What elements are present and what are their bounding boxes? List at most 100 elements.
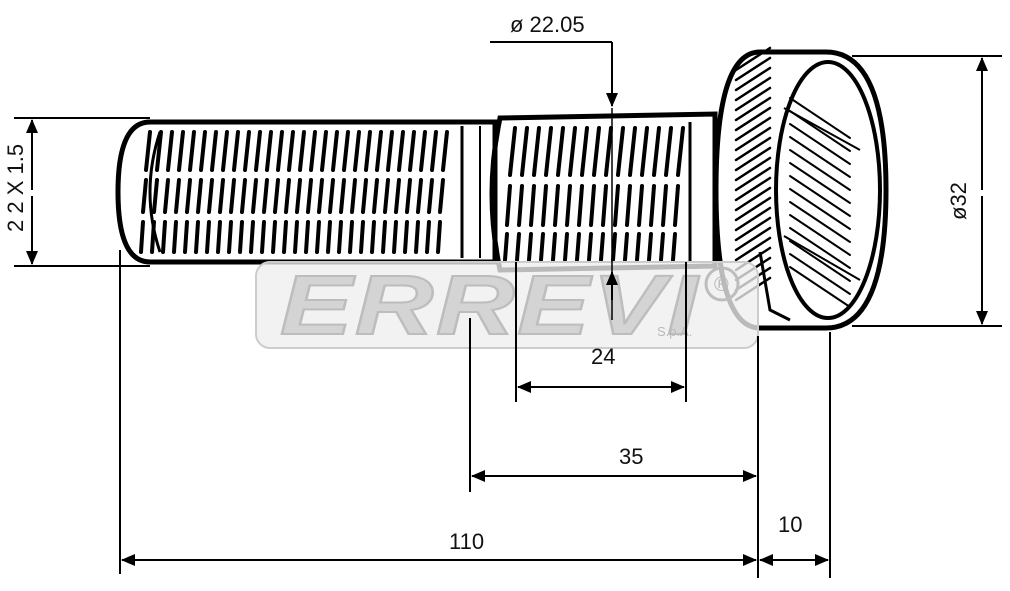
hatch-stroke bbox=[150, 220, 156, 254]
hatch-stroke bbox=[430, 130, 438, 172]
total-length-label: 110 bbox=[449, 529, 484, 554]
hatch-stroke bbox=[789, 136, 851, 178]
hatch-stroke bbox=[441, 130, 449, 172]
hatch-stroke bbox=[350, 178, 357, 214]
hatch-stroke bbox=[221, 130, 229, 172]
hatch-stroke bbox=[392, 220, 398, 254]
hatch-stroke bbox=[611, 232, 617, 262]
hatch-stroke bbox=[370, 220, 376, 254]
hatch-stroke bbox=[414, 220, 420, 254]
hatch-stroke bbox=[306, 178, 313, 214]
hatch-stroke bbox=[199, 130, 207, 172]
hatch-stroke bbox=[734, 46, 772, 72]
hatch-stroke bbox=[262, 178, 269, 214]
shank-length-label: 35 bbox=[619, 444, 643, 469]
hatch-stroke bbox=[238, 220, 244, 254]
hatch-stroke bbox=[647, 232, 653, 262]
hatch-stroke bbox=[152, 178, 159, 214]
hatch-stroke bbox=[508, 126, 517, 177]
hatch-stroke bbox=[172, 220, 178, 254]
hatch-stroke bbox=[383, 178, 390, 214]
hatch-stroke bbox=[265, 130, 273, 172]
hatch-stroke bbox=[163, 178, 170, 214]
threaded-section bbox=[115, 119, 498, 265]
hatch-stroke bbox=[515, 232, 521, 262]
hatch-stroke bbox=[375, 130, 383, 172]
hatch-stroke bbox=[616, 126, 625, 177]
hatch-stroke bbox=[734, 216, 772, 242]
hatch-stroke bbox=[348, 220, 354, 254]
hatch-stroke bbox=[649, 184, 656, 227]
hatch-stroke bbox=[177, 130, 185, 172]
hatch-stroke bbox=[309, 130, 317, 172]
hatch-stroke bbox=[539, 232, 545, 262]
hatch-stroke bbox=[565, 184, 572, 227]
hatch-stroke bbox=[361, 178, 368, 214]
hatch-stroke bbox=[734, 136, 772, 162]
knurled-shank bbox=[489, 111, 718, 273]
hatch-stroke bbox=[734, 166, 772, 192]
hatch-stroke bbox=[734, 126, 772, 152]
hatch-stroke bbox=[527, 232, 533, 262]
hatch-stroke bbox=[789, 214, 851, 256]
hatch-stroke bbox=[604, 126, 613, 177]
hatch-stroke bbox=[505, 184, 512, 227]
hatch-stroke bbox=[331, 130, 339, 172]
knurl-length-label: 24 bbox=[591, 344, 615, 369]
hatch-stroke bbox=[789, 175, 851, 217]
hatch-stroke bbox=[326, 220, 332, 254]
hatch-stroke bbox=[403, 220, 409, 254]
thread-spec-label: 2 2 X 1.5 bbox=[3, 144, 28, 232]
hatch-stroke bbox=[789, 266, 851, 308]
hatch-stroke bbox=[734, 196, 772, 222]
hatch-stroke bbox=[789, 188, 851, 230]
hatch-stroke bbox=[517, 184, 524, 227]
dim-head-diameter: ø32 bbox=[852, 55, 1002, 327]
hatch-stroke bbox=[161, 220, 167, 254]
hatch-stroke bbox=[141, 178, 148, 214]
hatch-stroke bbox=[789, 97, 851, 139]
hatch-stroke bbox=[232, 130, 240, 172]
hatch-stroke bbox=[789, 123, 851, 165]
hatch-stroke bbox=[337, 220, 343, 254]
hatch-stroke bbox=[251, 178, 258, 214]
hatch-stroke bbox=[789, 253, 851, 295]
hatch-stroke bbox=[664, 126, 673, 177]
hatch-stroke bbox=[273, 178, 280, 214]
hatch-stroke bbox=[416, 178, 423, 214]
hatch-stroke bbox=[342, 130, 350, 172]
hatch-stroke bbox=[144, 130, 152, 172]
hatch-stroke bbox=[673, 184, 680, 227]
hatch-stroke bbox=[298, 130, 306, 172]
hatch-stroke bbox=[734, 76, 772, 102]
hatch-stroke bbox=[553, 184, 560, 227]
hatch-stroke bbox=[320, 130, 328, 172]
hatch-stroke bbox=[139, 220, 145, 254]
hatch-stroke bbox=[386, 130, 394, 172]
hatch-stroke bbox=[789, 240, 851, 282]
hatch-stroke bbox=[194, 220, 200, 254]
hatch-stroke bbox=[271, 220, 277, 254]
hatch-stroke bbox=[427, 178, 434, 214]
hatch-stroke bbox=[789, 149, 851, 191]
hatch-stroke bbox=[592, 126, 601, 177]
hatch-stroke bbox=[577, 184, 584, 227]
watermark-brand: ERREVI bbox=[280, 258, 700, 352]
hatch-stroke bbox=[625, 184, 632, 227]
head-thickness-label: 10 bbox=[778, 512, 802, 537]
hatch-stroke bbox=[637, 184, 644, 227]
hatch-stroke bbox=[364, 130, 372, 172]
hatch-stroke bbox=[734, 146, 772, 172]
hatch-stroke bbox=[166, 130, 174, 172]
head-diameter-label: ø32 bbox=[946, 182, 971, 220]
hatch-stroke bbox=[210, 130, 218, 172]
dim-thread-spec: 2 2 X 1.5 bbox=[3, 117, 150, 267]
hatch-stroke bbox=[328, 178, 335, 214]
hatch-stroke bbox=[317, 178, 324, 214]
hatch-stroke bbox=[419, 130, 427, 172]
hatch-stroke bbox=[601, 184, 608, 227]
hatch-stroke bbox=[227, 220, 233, 254]
hatch-stroke bbox=[155, 130, 163, 172]
hatch-stroke bbox=[589, 184, 596, 227]
